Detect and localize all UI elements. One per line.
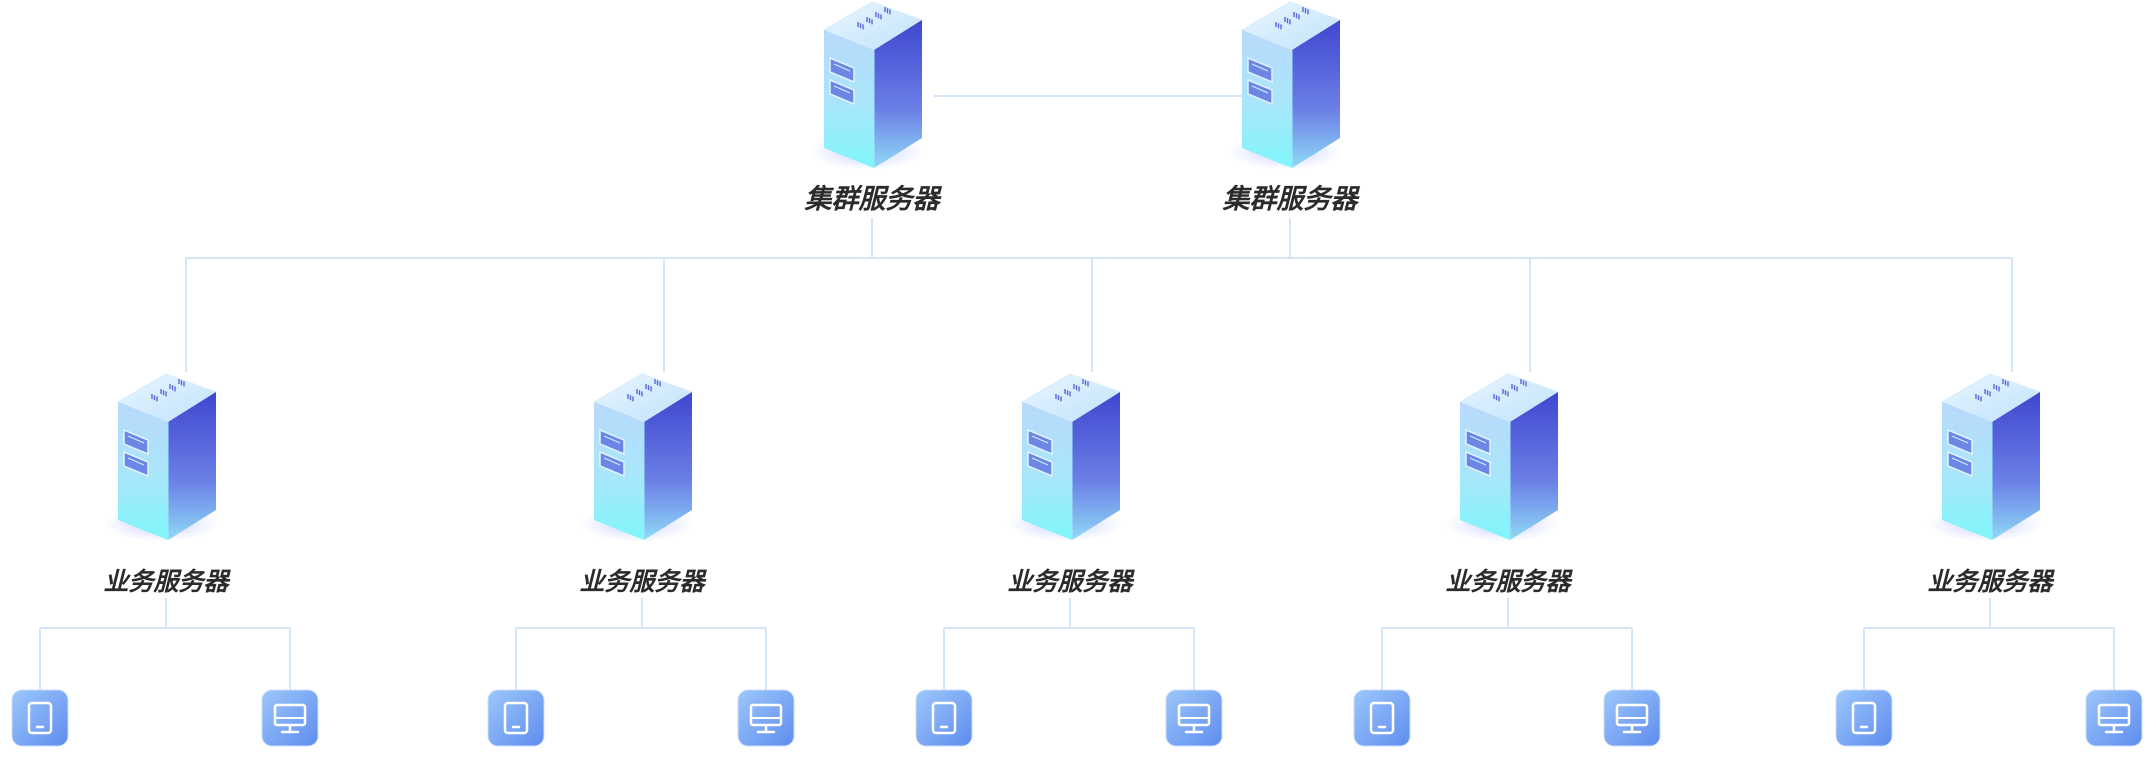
business-server [1007,373,1123,542]
business-server [1927,373,2043,542]
devices-layer [11,689,2143,747]
desktop-icon [1165,689,1223,747]
connection-lines [39,95,2115,692]
vent-slots-icon [1275,7,1309,30]
vent-slots-icon [1055,379,1089,402]
drive-bay-icon [123,428,149,478]
tablet-icon [11,689,69,747]
business-server [579,373,695,542]
drive-bay-icon [1465,428,1491,478]
server-side-face [644,392,692,540]
cluster-server [809,1,925,170]
server-side-face [1510,392,1558,540]
server-side-face [874,20,922,168]
vent-slots-icon [1493,379,1527,402]
device-tile [1354,690,1410,746]
tablet-icon [915,689,973,747]
drive-bay-icon [1027,428,1053,478]
business-server [1445,373,1561,542]
vent-slots-icon [1975,379,2009,402]
desktop-icon [261,689,319,747]
cluster-server-label: 集群服务器 [1222,184,1361,215]
desktop-icon [2085,689,2143,747]
server-side-face [168,392,216,540]
device-tile [488,690,544,746]
business-server-label: 业务服务器 [1927,567,2055,596]
server-side-face [1072,392,1120,540]
server-side-face [1292,20,1340,168]
business-server-label: 业务服务器 [1007,567,1135,596]
business-server-label: 业务服务器 [579,567,707,596]
cluster-server [1227,1,1343,170]
business-server-label: 业务服务器 [103,567,231,596]
desktop-icon [1603,689,1661,747]
business-server [103,373,219,542]
tablet-icon [487,689,545,747]
drive-bay-icon [1947,428,1973,478]
device-tile [1836,690,1892,746]
vent-slots-icon [627,379,661,402]
vent-slots-icon [151,379,185,402]
drive-bay-icon [599,428,625,478]
tablet-icon [1835,689,1893,747]
cluster-server-label: 集群服务器 [804,184,943,215]
drive-bay-icon [1247,56,1273,106]
device-tile [12,690,68,746]
business-server-label: 业务服务器 [1445,567,1573,596]
drive-bay-icon [829,56,855,106]
vent-slots-icon [857,7,891,30]
server-side-face [1992,392,2040,540]
device-tile [916,690,972,746]
tablet-icon [1353,689,1411,747]
servers-layer [103,1,2043,542]
desktop-icon [737,689,795,747]
